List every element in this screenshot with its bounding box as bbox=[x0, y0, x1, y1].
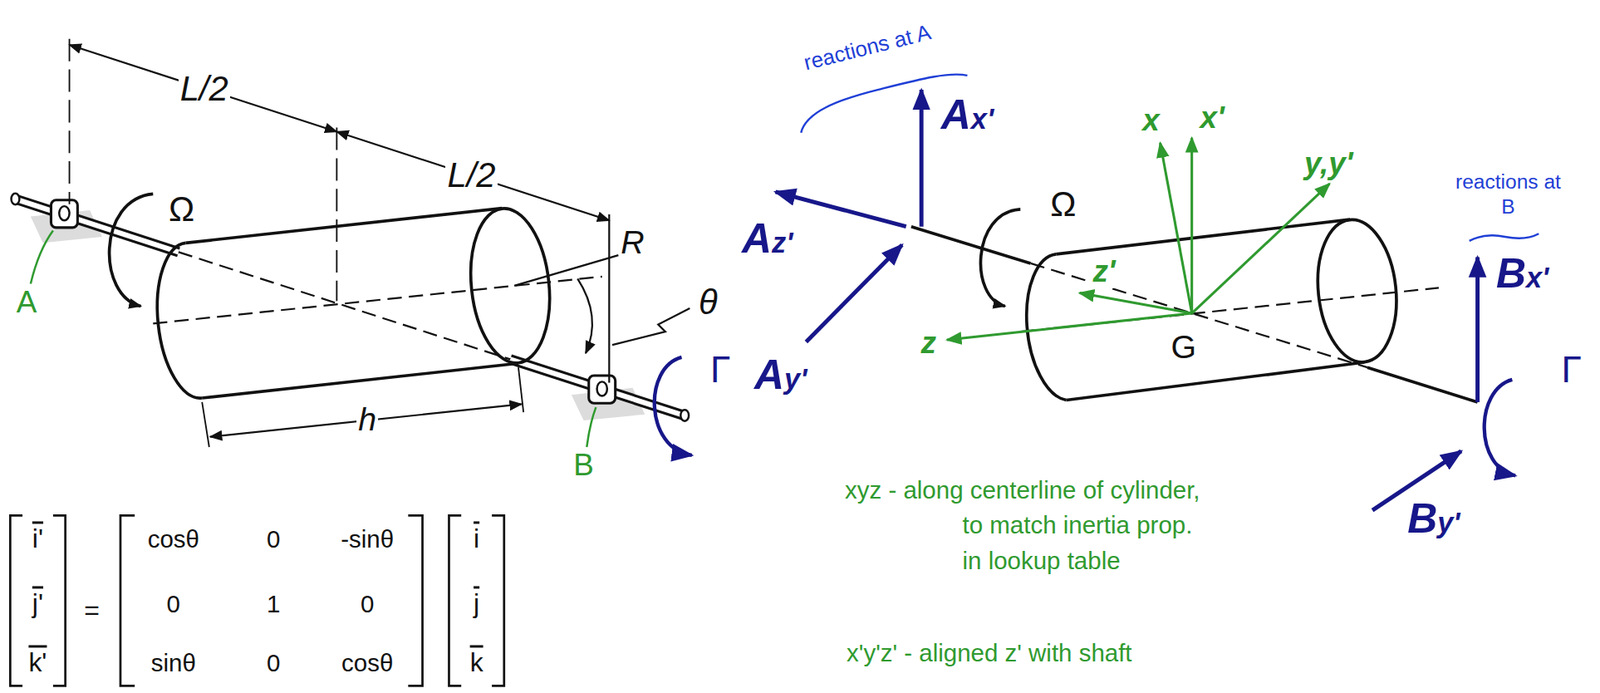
matrix-bracket bbox=[9, 515, 23, 686]
shaft-end bbox=[680, 409, 689, 422]
radius-label: R bbox=[618, 225, 646, 261]
matrix-entry: cosθ bbox=[339, 649, 395, 677]
torque-label: Γ bbox=[1559, 348, 1583, 390]
torque-label: Γ bbox=[708, 348, 732, 390]
axis-arrow bbox=[1190, 137, 1193, 314]
bearing bbox=[588, 375, 616, 403]
dimension-line bbox=[69, 44, 338, 132]
leader-line bbox=[30, 230, 54, 285]
center-of-mass-label: G bbox=[1169, 328, 1199, 365]
angle-leader bbox=[612, 308, 690, 345]
extension-line bbox=[68, 39, 71, 205]
reaction-force-label: Az' bbox=[740, 215, 795, 262]
axis-label: z bbox=[919, 325, 938, 360]
bearing bbox=[597, 381, 608, 396]
dimension-label: L/2 bbox=[445, 156, 497, 195]
matrix-entry: 0 bbox=[358, 590, 376, 618]
radius-leader bbox=[514, 255, 619, 286]
axis-label: z' bbox=[1090, 254, 1117, 289]
matrix-bracket bbox=[53, 515, 66, 686]
matrix-bracket bbox=[407, 515, 423, 686]
torque-arrow bbox=[654, 357, 693, 456]
angle-arc bbox=[577, 278, 593, 354]
axis-label: x' bbox=[1198, 101, 1227, 136]
rotation-arrow bbox=[109, 193, 154, 306]
reaction-force-arrow bbox=[775, 191, 907, 227]
matrix-entry: 0 bbox=[165, 590, 182, 618]
handwritten-note: reactions at A bbox=[800, 19, 935, 74]
matrix-entry: 0 bbox=[265, 525, 282, 552]
shaft-end bbox=[11, 193, 20, 206]
matrix-entry: sinθ bbox=[149, 649, 198, 677]
dimension-label: h bbox=[356, 401, 378, 437]
reaction-force-label: Ax' bbox=[939, 91, 996, 138]
cylinder-outline bbox=[1066, 362, 1365, 400]
handwritten-underline bbox=[1469, 233, 1540, 241]
reaction-force-arrow bbox=[1475, 257, 1480, 403]
reaction-force-label: By' bbox=[1405, 495, 1462, 542]
matrix-bracket bbox=[491, 515, 505, 686]
axis-arrow bbox=[947, 313, 1193, 340]
handwritten-note: x'y'z' - aligned z' with shaft bbox=[844, 639, 1134, 667]
vector-component: k' bbox=[26, 648, 49, 678]
dimension-label: L/2 bbox=[178, 69, 231, 108]
bearing-label: A bbox=[14, 284, 40, 320]
cylinder-outline bbox=[186, 208, 503, 244]
angle-label: θ bbox=[696, 283, 720, 322]
reaction-force-arrow bbox=[805, 245, 902, 343]
matrix-bracket bbox=[448, 515, 462, 686]
rotation-label: Ω bbox=[1048, 185, 1078, 224]
cylinder-axis bbox=[152, 276, 602, 324]
matrix-entry: 1 bbox=[265, 590, 282, 618]
rotation-arrow bbox=[980, 209, 1021, 307]
axis-arrow bbox=[1079, 293, 1193, 315]
extension-line bbox=[518, 367, 524, 413]
equals-sign: = bbox=[82, 595, 102, 625]
matrix-entry: -sinθ bbox=[338, 525, 396, 552]
matrix-entry: 0 bbox=[265, 649, 282, 677]
vector-component: j bbox=[471, 589, 481, 619]
vector-component: j' bbox=[30, 589, 45, 619]
cylinder-face bbox=[463, 204, 557, 367]
axis-arrow bbox=[1160, 142, 1193, 314]
extension-line bbox=[201, 402, 210, 447]
reaction-force-label: Ay' bbox=[752, 351, 809, 398]
handwritten-note: reactions at B bbox=[1449, 169, 1568, 219]
axis-label: x bbox=[1140, 103, 1161, 138]
axis-arrow bbox=[1192, 183, 1331, 314]
extension-line bbox=[608, 214, 610, 383]
shaft-axis bbox=[178, 251, 511, 359]
reaction-force-arrow bbox=[919, 89, 924, 227]
vector-component: i bbox=[471, 524, 481, 554]
shaft bbox=[1367, 367, 1478, 403]
matrix-entry: cosθ bbox=[146, 525, 202, 552]
axis-label: y,y' bbox=[1302, 146, 1355, 181]
extension-line bbox=[335, 127, 338, 302]
cylinder-face bbox=[1310, 215, 1404, 367]
leader-line bbox=[586, 407, 596, 447]
cylinder-outline bbox=[1055, 219, 1350, 255]
cylinder-outline bbox=[201, 363, 519, 398]
bearing bbox=[50, 200, 78, 228]
vector-component: k bbox=[468, 648, 486, 678]
vector-component: i' bbox=[30, 524, 45, 554]
torque-arrow bbox=[1484, 379, 1516, 476]
reaction-force-label: Bx' bbox=[1494, 250, 1551, 297]
shaft bbox=[14, 199, 179, 253]
shaft bbox=[14, 199, 179, 253]
matrix-bracket bbox=[120, 515, 135, 686]
bearing-label: B bbox=[571, 448, 596, 483]
shaft bbox=[911, 226, 1031, 264]
handwritten-note: xyz - along centerline of cylinder, to m… bbox=[844, 472, 1212, 580]
rotation-label: Ω bbox=[166, 190, 197, 229]
dimension-line bbox=[336, 131, 609, 221]
bearing bbox=[58, 206, 69, 221]
